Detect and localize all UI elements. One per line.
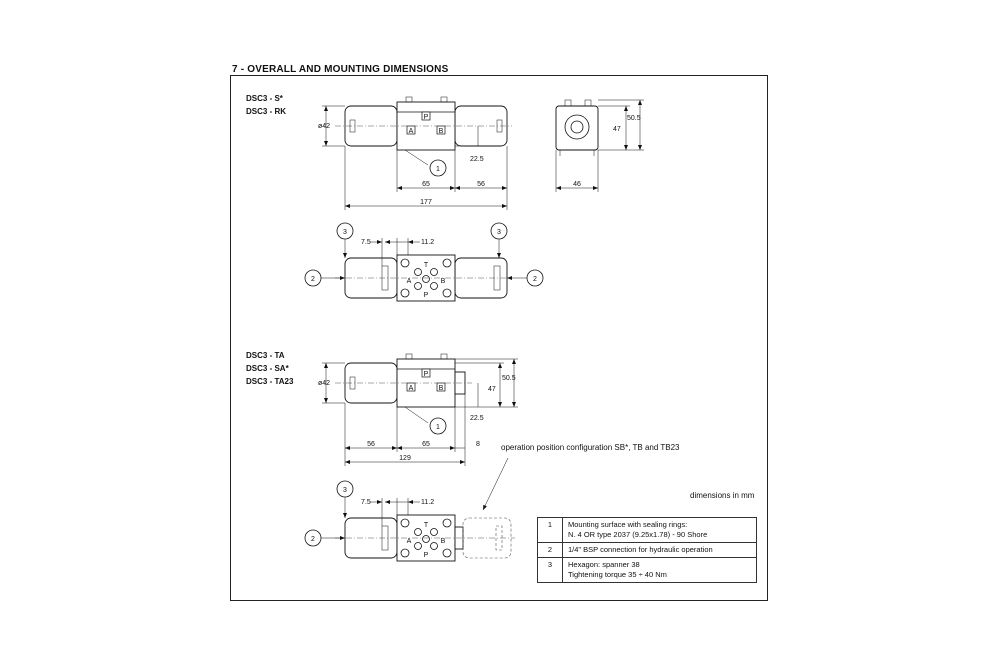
port-label: B — [441, 278, 446, 285]
port-label: P — [424, 371, 429, 378]
port-label: P — [424, 114, 429, 121]
dim-47: 47 — [488, 386, 496, 393]
dim-50-5: 50.5 — [502, 375, 516, 382]
port-p — [421, 368, 431, 378]
port-label: A — [407, 538, 412, 545]
dim-50-5: 50.5 — [627, 115, 641, 122]
side-view: 50.5 47 46 — [555, 99, 644, 192]
model-label: DSC3 - TA — [246, 351, 285, 360]
callout-number: 2 — [311, 536, 315, 543]
legend-line: Mounting surface with sealing rings: — [568, 520, 688, 529]
legend-line: Hexagon: spanner 38 — [568, 560, 640, 569]
model-label: DSC3 - SA* — [246, 364, 289, 373]
callout-1 — [429, 159, 447, 177]
dim-177: 177 — [420, 199, 432, 206]
model-label: DSC3 - TA23 — [246, 377, 294, 386]
note-arrow — [482, 457, 509, 511]
dim-56: 56 — [477, 181, 485, 188]
dim-129: 129 — [399, 455, 411, 462]
model-label: DSC3 - S* — [246, 94, 283, 103]
dim-46: 46 — [573, 181, 581, 188]
callout-number: 1 — [436, 166, 440, 173]
port-a — [406, 382, 416, 392]
legend-row: 1 Mounting surface with sealing rings: N… — [537, 517, 757, 543]
dim-7-5: 7.5 — [361, 499, 371, 506]
port-label: A — [409, 128, 414, 135]
port-label: T — [424, 522, 429, 529]
legend-line: Tightening torque 35 ÷ 40 Nm — [568, 570, 667, 579]
port-label: A — [407, 278, 412, 285]
top-view-double: A B P T 7.5 11.2 3 3 2 2 — [304, 222, 544, 302]
dim-65: 65 — [422, 181, 430, 188]
alternate-position-outline — [462, 517, 512, 559]
units-note: dimensions in mm — [690, 491, 755, 500]
port-b — [436, 125, 446, 135]
dim-47: 47 — [613, 126, 621, 133]
legend-line: N. 4 OR type 2037 (9.25x1.78) - 90 Shore — [568, 530, 708, 539]
legend-text: Mounting surface with sealing rings: N. … — [562, 517, 757, 543]
legend-number: 3 — [537, 557, 563, 583]
side-body — [555, 105, 599, 151]
dim-56: 56 — [367, 441, 375, 448]
top-view-single: A B P T 7.5 11.2 3 2 — [304, 457, 515, 562]
dim-7-5: 7.5 — [361, 239, 371, 246]
legend-number: 2 — [537, 542, 563, 558]
legend-text: 1/4" BSP connection for hydraulic operat… — [562, 542, 757, 558]
front-view-single: P A B ø42 50.5 47 22.5 56 65 8 — [318, 353, 518, 466]
port-p — [421, 111, 431, 121]
model-list-top: DSC3 - S* DSC3 - RK — [246, 92, 286, 118]
callout-number: 2 — [533, 276, 537, 283]
callout-number: 2 — [311, 276, 315, 283]
dim-11-2: 11.2 — [421, 239, 434, 246]
port-label: B — [439, 128, 444, 135]
port-label: P — [424, 292, 429, 299]
legend-row: 2 1/4" BSP connection for hydraulic oper… — [537, 542, 757, 558]
legend-table: 1 Mounting surface with sealing rings: N… — [537, 517, 757, 583]
port-b — [436, 382, 446, 392]
port-label: T — [424, 262, 429, 269]
port-label: B — [439, 385, 444, 392]
port-a — [406, 125, 416, 135]
legend-number: 1 — [537, 517, 563, 543]
callout-number: 1 — [436, 424, 440, 431]
callout-1 — [429, 417, 447, 435]
dim-65: 65 — [422, 441, 430, 448]
model-label: DSC3 - RK — [246, 107, 287, 116]
port-label: A — [409, 385, 414, 392]
legend-row: 3 Hexagon: spanner 38 Tightening torque … — [537, 557, 757, 583]
drawing-frame — [230, 75, 768, 601]
dim-8: 8 — [476, 441, 480, 448]
legend-line: 1/4" BSP connection for hydraulic operat… — [568, 545, 713, 554]
callout-number: 3 — [497, 229, 501, 236]
model-list-bottom: DSC3 - TA DSC3 - SA* DSC3 - TA23 — [246, 349, 293, 388]
port-label: P — [424, 552, 429, 559]
dim-11-2: 11.2 — [421, 499, 434, 506]
callout-number: 3 — [343, 487, 347, 494]
dim-22-5: 22.5 — [470, 415, 484, 422]
front-view-double: P A B ø42 22.5 65 56 177 1 — [318, 96, 512, 210]
callout-number: 3 — [343, 229, 347, 236]
legend-text: Hexagon: spanner 38 Tightening torque 35… — [562, 557, 757, 583]
operation-note: operation position configuration SB*, TB… — [501, 443, 680, 452]
dim-22-5: 22.5 — [470, 156, 484, 163]
port-label: B — [441, 538, 446, 545]
dim-diameter: ø42 — [318, 123, 330, 130]
section-title: 7 - OVERALL AND MOUNTING DIMENSIONS — [232, 64, 449, 75]
dim-diameter: ø42 — [318, 380, 330, 387]
